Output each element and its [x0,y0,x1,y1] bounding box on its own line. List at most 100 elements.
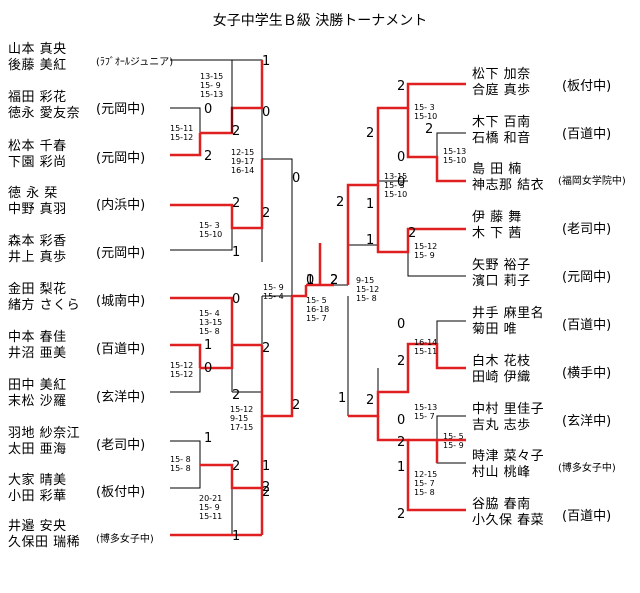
team-label: (玄洋中) [562,414,612,429]
player-name: 松下 加奈 [472,67,531,82]
player-name: 村山 桃峰 [472,465,531,480]
team-label: (元岡中) [96,102,146,117]
match-result: 0 [232,292,241,307]
player-name: 菊田 唯 [472,322,518,337]
match-result: 1 [232,529,241,544]
final-result-left: 1 [306,273,315,288]
match-result: 2 [262,480,271,495]
player-name: 後藤 美紅 [8,58,67,73]
match-result: 2 [366,126,375,141]
player-name: 太田 亜海 [8,442,67,457]
player-name: 谷脇 春南 [472,497,531,512]
player-name: 木 下 茜 [472,226,522,241]
player-name: 井上 真歩 [8,250,67,265]
team-label: (博多女子中) [96,534,154,545]
match-result: 2 [397,79,406,94]
winner-path [260,296,294,418]
bracket-line [262,158,293,296]
player-name: 伊 藤 舞 [472,210,522,225]
match-result: 2 [232,388,241,403]
match-result: 0 [204,361,213,376]
player-name: 小田 彩華 [8,489,67,504]
player-name: 井邉 安央 [8,519,67,534]
page-title: 女子中学生Ｂ級 決勝トーナメント [212,13,428,29]
team-label: (元岡中) [96,151,146,166]
match-result: 1 [204,338,213,353]
winner-path [292,285,308,298]
team-label: (博多女子中) [558,463,616,474]
match-result: 2 [397,354,406,369]
match-result: 2 [397,507,406,522]
match-result: 2 [204,149,213,164]
player-name: 中村 里佳子 [472,402,545,417]
match-result: 0 [262,105,271,120]
player-name: 濱口 莉子 [472,274,531,289]
final-result-right: 2 [330,273,339,288]
team-label: (百道中) [96,342,146,357]
player-name: 下園 彩尚 [8,155,67,170]
team-label: (元岡中) [96,246,146,261]
player-name: 白木 花枝 [472,354,531,369]
player-name: 羽地 紗奈江 [8,426,81,441]
match-result: 0 [397,175,406,190]
match-result: 2 [292,398,301,413]
player-name: 合庭 真歩 [472,83,531,98]
player-name: 田中 美紅 [8,378,67,393]
match-result: 2 [232,124,241,139]
match-result: 2 [330,273,339,288]
team-label: (城南中) [96,294,146,309]
match-result: 1 [366,233,375,248]
winner-path [200,345,234,370]
match-result: 1 [204,431,213,446]
player-name: 末松 沙羅 [8,394,67,409]
team-label: (板付中) [562,79,612,94]
match-result: 2 [397,435,406,450]
team-label: (百道中) [562,318,612,333]
player-name: 井沼 亜美 [8,346,67,361]
team-label: (百道中) [562,127,612,142]
player-name: 松本 千春 [8,139,67,154]
match-result: 1 [262,54,271,69]
player-name: 田崎 伊織 [472,370,531,385]
player-name: 金田 梨花 [8,282,67,297]
player-name: 徳 永 栞 [8,186,58,201]
team-label: (元岡中) [562,270,612,285]
winner-path [376,185,466,254]
bracket-line [377,108,408,182]
match-result: 0 [292,171,301,186]
team-label: (福岡女学院中) [558,176,626,187]
player-name: 森本 彩香 [8,234,67,249]
player-name: 井手 麻里名 [472,306,545,321]
team-label: (老司中) [96,438,146,453]
match-result: 2 [262,206,271,221]
winner-path [170,296,262,347]
match-result: 2 [262,485,271,500]
winner-path [348,342,466,418]
match-result: 2 [366,393,375,408]
match-result: 2 [408,226,417,241]
player-name: 山本 真央 [8,42,67,57]
match-result: 1 [262,459,271,474]
player-name: 大家 晴美 [8,473,67,488]
winner-path [406,108,466,183]
player-name: 時津 菜々子 [472,449,545,464]
player-name: 久保田 瑞稀 [8,535,81,550]
